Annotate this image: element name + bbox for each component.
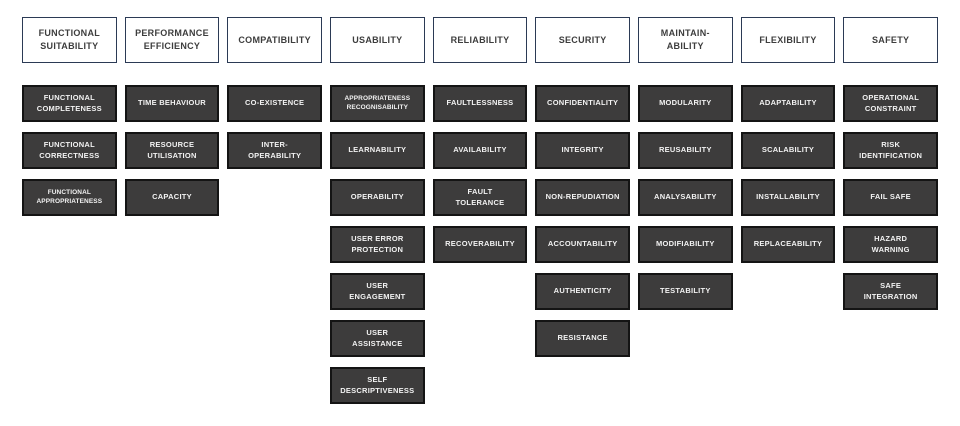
subcharacteristic-functional-completeness: FUNCTIONAL COMPLETENESS: [22, 85, 117, 122]
subcharacteristic-appropriateness-recognisability: APPROPRIATENESS RECOGNISABILITY: [329, 85, 425, 122]
column-reliability: RELIABILITY FAULTLESSNESS AVAILABILITY F…: [432, 17, 528, 404]
characteristic-maintainability: MAINTAIN- ABILITY: [637, 17, 733, 63]
subcharacteristic-hazard-warning: HAZARD WARNING: [843, 226, 938, 263]
column-safety: SAFETY OPERATIONAL CONSTRAINT RISK IDENT…: [843, 17, 938, 404]
subcharacteristic-self-descriptiveness: SELF DESCRIPTIVENESS: [329, 367, 425, 404]
subcharacteristic-testability: TESTABILITY: [637, 273, 733, 310]
column-maintainability: MAINTAIN- ABILITY MODULARITY REUSABILITY…: [637, 17, 733, 404]
subcharacteristic-faultlessness: FAULTLESSNESS: [432, 85, 528, 122]
subcharacteristic-safe-integration: SAFE INTEGRATION: [843, 273, 938, 310]
subcharacteristic-replaceability: REPLACEABILITY: [740, 226, 836, 263]
column-flexibility: FLEXIBILITY ADAPTABILITY SCALABILITY INS…: [740, 17, 836, 404]
subcharacteristic-user-assistance: USER ASSISTANCE: [329, 320, 425, 357]
subcharacteristic-scalability: SCALABILITY: [740, 132, 836, 169]
subcharacteristic-resource-utilisation: RESOURCE UTILISATION: [124, 132, 220, 169]
subcharacteristic-risk-identification: RISK IDENTIFICATION: [843, 132, 938, 169]
subcharacteristic-functional-correctness: FUNCTIONAL CORRECTNESS: [22, 132, 117, 169]
subcharacteristic-capacity: CAPACITY: [124, 179, 220, 216]
column-usability: USABILITY APPROPRIATENESS RECOGNISABILIT…: [329, 17, 425, 404]
characteristic-safety: SAFETY: [843, 17, 938, 63]
subcharacteristic-modifiability: MODIFIABILITY: [637, 226, 733, 263]
column-performance-efficiency: PERFORMANCE EFFICIENCY TIME BEHAVIOUR RE…: [124, 17, 220, 404]
subcharacteristic-co-existence: CO-EXISTENCE: [227, 85, 322, 122]
characteristic-performance-efficiency: PERFORMANCE EFFICIENCY: [124, 17, 220, 63]
subcharacteristic-modularity: MODULARITY: [637, 85, 733, 122]
characteristic-flexibility: FLEXIBILITY: [740, 17, 836, 63]
subcharacteristic-installability: INSTALLABILITY: [740, 179, 836, 216]
subcharacteristic-time-behaviour: TIME BEHAVIOUR: [124, 85, 220, 122]
subcharacteristic-adaptability: ADAPTABILITY: [740, 85, 836, 122]
subcharacteristic-learnability: LEARNABILITY: [329, 132, 425, 169]
subcharacteristic-authenticity: AUTHENTICITY: [535, 273, 630, 310]
characteristic-compatibility: COMPATIBILITY: [227, 17, 322, 63]
subcharacteristic-interoperability: INTER- OPERABILITY: [227, 132, 322, 169]
characteristic-usability: USABILITY: [329, 17, 425, 63]
subcharacteristic-accountability: ACCOUNTABILITY: [535, 226, 630, 263]
subcharacteristic-availability: AVAILABILITY: [432, 132, 528, 169]
characteristic-functional-suitability: FUNCTIONAL SUITABILITY: [22, 17, 117, 63]
subcharacteristic-resistance: RESISTANCE: [535, 320, 630, 357]
subcharacteristic-user-engagement: USER ENGAGEMENT: [329, 273, 425, 310]
column-compatibility: COMPATIBILITY CO-EXISTENCE INTER- OPERAB…: [227, 17, 322, 404]
subcharacteristic-reusability: REUSABILITY: [637, 132, 733, 169]
subcharacteristic-fault-tolerance: FAULT TOLERANCE: [432, 179, 528, 216]
subcharacteristic-operability: OPERABILITY: [329, 179, 425, 216]
subcharacteristic-non-repudiation: NON-REPUDIATION: [535, 179, 630, 216]
subcharacteristic-analysability: ANALYSABILITY: [637, 179, 733, 216]
subcharacteristic-functional-appropriateness: FUNCTIONAL APPROPRIATENESS: [22, 179, 117, 216]
subcharacteristic-user-error-protection: USER ERROR PROTECTION: [329, 226, 425, 263]
characteristic-reliability: RELIABILITY: [432, 17, 528, 63]
subcharacteristic-fail-safe: FAIL SAFE: [843, 179, 938, 216]
characteristics-grid: FUNCTIONAL SUITABILITY FUNCTIONAL COMPLE…: [22, 17, 938, 404]
subcharacteristic-recoverability: RECOVERABILITY: [432, 226, 528, 263]
subcharacteristic-integrity: INTEGRITY: [535, 132, 630, 169]
column-security: SECURITY CONFIDENTIALITY INTEGRITY NON-R…: [535, 17, 630, 404]
subcharacteristic-confidentiality: CONFIDENTIALITY: [535, 85, 630, 122]
column-functional-suitability: FUNCTIONAL SUITABILITY FUNCTIONAL COMPLE…: [22, 17, 117, 404]
subcharacteristic-operational-constraint: OPERATIONAL CONSTRAINT: [843, 85, 938, 122]
characteristic-security: SECURITY: [535, 17, 630, 63]
